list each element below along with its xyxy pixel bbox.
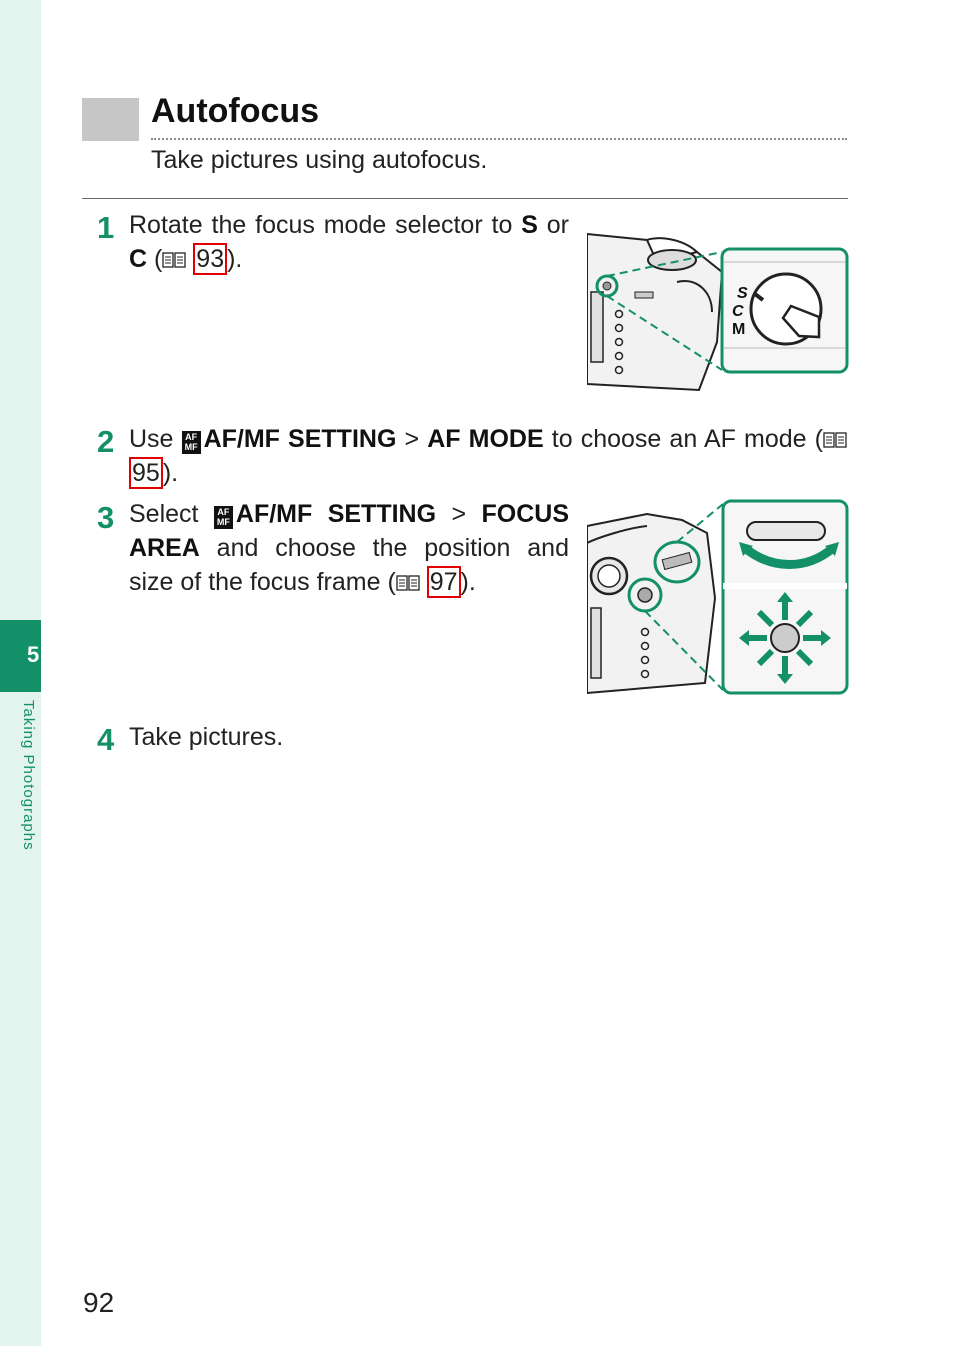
step-number: 2: [97, 424, 115, 459]
dial-label-s: S: [737, 285, 748, 302]
dial-label-c: C: [732, 303, 744, 320]
divider: [82, 198, 848, 199]
page-reference-link[interactable]: 97: [426, 566, 461, 598]
section-marker: [82, 98, 139, 141]
page-number: 92: [83, 1287, 115, 1318]
step-1-text: Rotate the focus mode selector to S or C…: [129, 211, 569, 275]
section-subtitle: Take pictures using autofocus.: [151, 146, 488, 174]
dial-label-m: M: [732, 321, 745, 338]
book-icon: [823, 432, 847, 448]
section-title: Autofocus: [151, 92, 320, 130]
camera-illustration: S C M: [587, 232, 849, 392]
step-number: 4: [97, 722, 115, 757]
book-icon: [396, 575, 420, 591]
page-reference-link[interactable]: 95: [129, 457, 163, 489]
heading-dotted-rule: [151, 138, 847, 140]
page-reference-link[interactable]: 93: [193, 243, 228, 275]
book-icon: [162, 252, 186, 268]
step-4-text: Take pictures.: [129, 723, 284, 751]
camera-illustration: [587, 499, 849, 695]
chapter-number: 5: [27, 642, 40, 667]
chapter-label: Taking Photographs: [20, 700, 37, 851]
step-number: 3: [97, 500, 115, 535]
chapter-tab: 5: [0, 620, 41, 692]
step-number: 1: [97, 210, 115, 245]
